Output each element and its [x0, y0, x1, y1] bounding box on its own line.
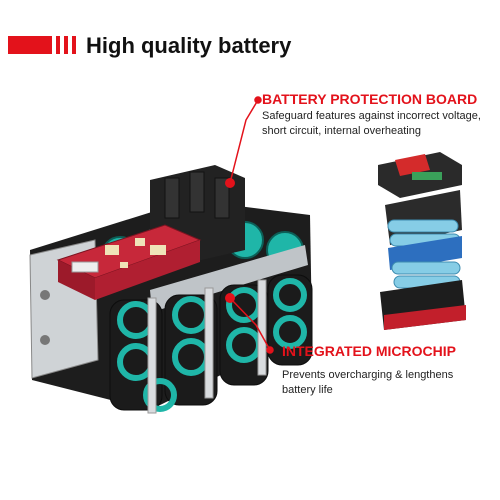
battery-cutaway-image: [29, 165, 313, 414]
protection-board-title: BATTERY PROTECTION BOARD: [262, 91, 478, 107]
header-accent-stripe: [64, 36, 68, 54]
header-accent-bar: [8, 36, 52, 54]
protection-board-desc-line1: Safeguard features against incorrect vol…: [262, 110, 481, 122]
header-accent-stripe: [56, 36, 60, 54]
header-accent-stripe: [72, 36, 76, 54]
microchip-desc-line2: battery life: [282, 384, 333, 396]
header: High quality battery: [8, 30, 488, 60]
page-title: High quality battery: [86, 33, 292, 58]
exploded-view-image: [378, 152, 466, 330]
microchip-desc-line1: Prevents overcharging & lengthens: [282, 369, 454, 381]
protection-board-desc-line2: short circuit, internal overheating: [262, 125, 421, 137]
microchip-title: INTEGRATED MICROCHIP: [282, 343, 456, 359]
